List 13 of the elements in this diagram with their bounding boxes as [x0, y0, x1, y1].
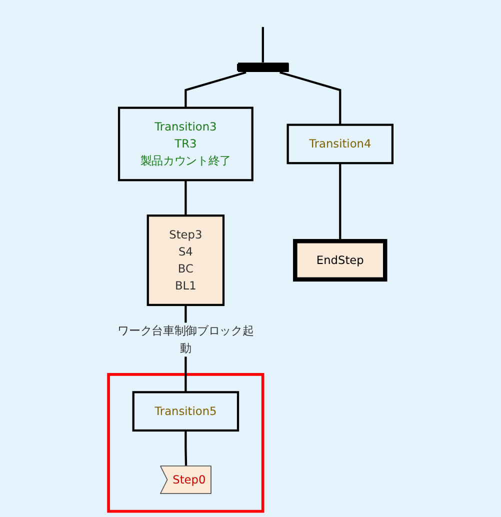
connector — [280, 71, 342, 125]
connector — [184, 180, 187, 216]
node-box: Transition4 — [286, 124, 394, 164]
node-box: Step3 S4 BC BL1 — [146, 214, 225, 306]
connector — [184, 71, 246, 108]
cluster — [107, 373, 264, 513]
connector — [339, 163, 342, 242]
node-label: ワーク台車制御ブロック起動 — [118, 324, 254, 355]
node-box: EndStep — [293, 239, 388, 282]
connector — [262, 26, 264, 62]
node-box: Transition5 — [132, 391, 240, 432]
connector — [184, 430, 188, 466]
node-box: Transition3 TR3 製品カウント終了 — [118, 106, 254, 182]
